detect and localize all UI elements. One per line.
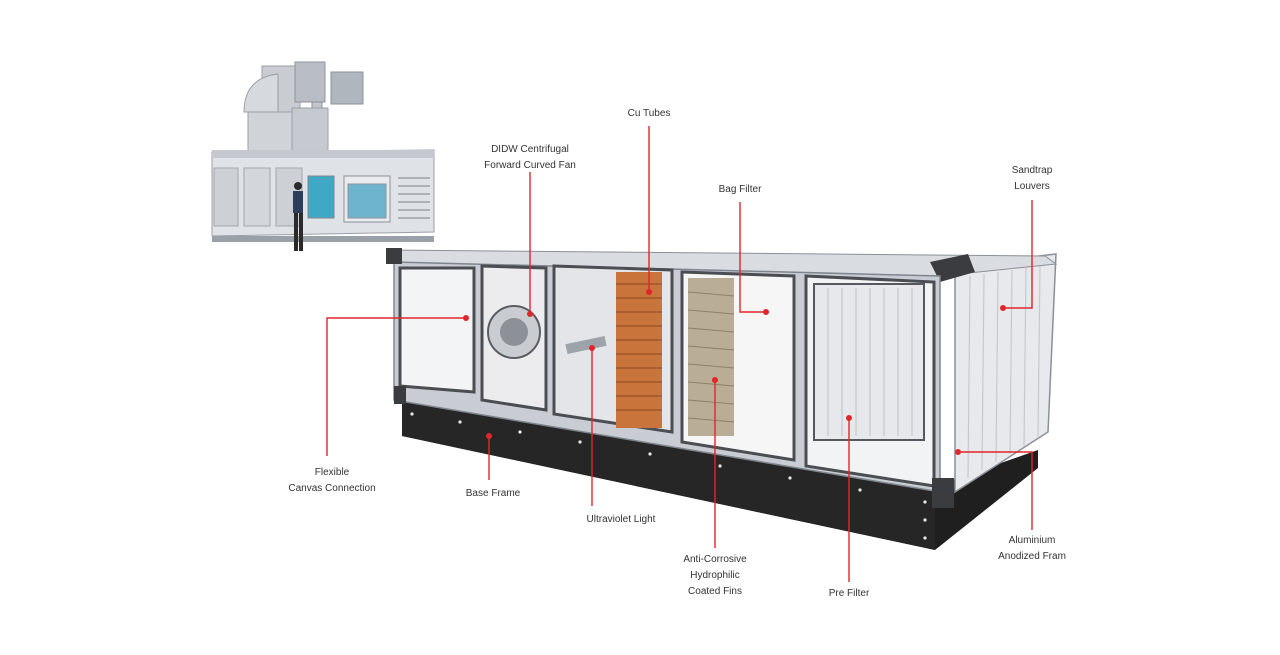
air-handling-unit-cutaway-icon <box>386 248 1058 550</box>
callout-line-bag-filter <box>739 202 766 313</box>
callout-line-canvas <box>326 317 464 456</box>
label-ultraviolet-light: Ultraviolet Light <box>586 514 656 525</box>
callout-line-louvers <box>1005 200 1033 309</box>
label-anti-corrosive: Anti-Corrosive Hydrophilic Coated Fins <box>683 554 747 597</box>
label-bag-filter: Bag Filter <box>718 184 762 195</box>
label-pre-filter: Pre Filter <box>828 588 870 599</box>
callout-line-aluminium <box>958 451 1033 530</box>
label-cu-tubes: Cu Tubes <box>627 108 671 119</box>
label-flexible-canvas: Flexible Canvas Connection <box>288 467 376 494</box>
label-didw-fan: DIDW Centrifugal Forward Curved Fan <box>484 144 576 171</box>
callout-lines <box>326 126 1033 582</box>
label-base-frame: Base Frame <box>465 488 521 499</box>
callout-dots <box>463 289 1006 455</box>
installed-ahu-unit-icon <box>211 61 435 251</box>
label-sandtrap-louvers: Sandtrap Louvers <box>1011 165 1053 192</box>
label-aluminium-frame: Aluminium Anodized Fram <box>998 535 1066 562</box>
